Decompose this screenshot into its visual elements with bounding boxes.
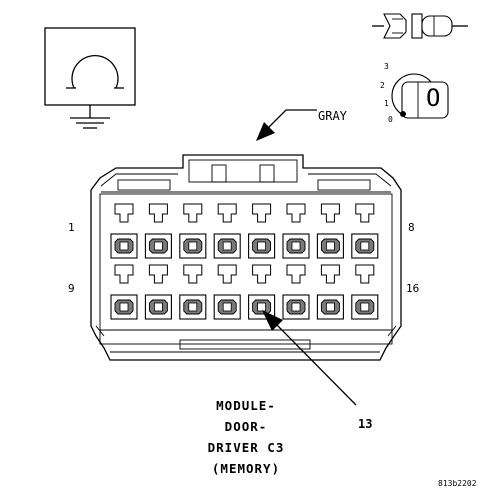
pin-socket-6	[291, 241, 301, 251]
connector-housing	[90, 154, 402, 361]
pin-label-1: 1	[68, 221, 75, 234]
title-line-1: MODULE-	[216, 398, 276, 413]
pin-cavity-grid	[110, 203, 379, 320]
key-scale-3: 3	[384, 62, 389, 71]
latch-tab-7	[320, 203, 340, 223]
latch-tab-1	[114, 203, 134, 223]
pin-socket-5	[257, 241, 267, 251]
figure-id: 813b2202	[438, 479, 477, 488]
pin-socket-9	[119, 302, 129, 312]
connector-title: MODULE- DOOR- DRIVER C3 (MEMORY)	[208, 398, 285, 476]
pin-socket-8	[360, 241, 370, 251]
pin-socket-12	[222, 302, 232, 312]
pin-label-8: 8	[408, 221, 415, 234]
color-callout: GRAY	[256, 109, 348, 141]
key-scale-0: 0	[388, 115, 393, 124]
latch-tab-6	[286, 203, 306, 223]
title-line-3: DRIVER C3	[208, 440, 285, 455]
pin-socket-7	[325, 241, 335, 251]
connector-color-label: GRAY	[318, 109, 348, 123]
key-scale-2: 2	[380, 81, 385, 90]
pin-socket-4	[222, 241, 232, 251]
key-letter: O	[426, 84, 440, 112]
latch-tab-15	[320, 264, 340, 284]
pin-socket-16	[360, 302, 370, 312]
latch-tab-3	[183, 203, 203, 223]
key-scale-1: 1	[384, 99, 389, 108]
pin-socket-13	[257, 302, 267, 312]
terminal-pin-icon	[372, 13, 468, 39]
ground-symbol-icon	[44, 27, 136, 129]
latch-tab-8	[355, 203, 375, 223]
pin-label-9: 9	[68, 282, 75, 295]
pin-socket-3	[188, 241, 198, 251]
pin-13-callout: 13	[262, 310, 372, 431]
title-line-4: (MEMORY)	[212, 461, 280, 476]
latch-tab-5	[252, 203, 272, 223]
latch-tab-13	[252, 264, 272, 284]
title-line-2: DOOR-	[225, 419, 268, 434]
latch-tab-9	[114, 264, 134, 284]
pin-socket-14	[291, 302, 301, 312]
pin-socket-1	[119, 241, 129, 251]
pin-socket-11	[188, 302, 198, 312]
pin-socket-15	[325, 302, 335, 312]
latch-tab-2	[148, 203, 168, 223]
latch-tab-4	[217, 203, 237, 223]
pin-socket-10	[153, 302, 163, 312]
pin-socket-2	[153, 241, 163, 251]
latch-tab-11	[183, 264, 203, 284]
callout-pin-number: 13	[358, 417, 372, 431]
ignition-key-icon: 3 2 1 0 O	[380, 62, 449, 124]
pin-label-16: 16	[406, 282, 419, 295]
latch-tab-10	[148, 264, 168, 284]
latch-tab-12	[217, 264, 237, 284]
latch-tab-14	[286, 264, 306, 284]
latch-tab-16	[355, 264, 375, 284]
